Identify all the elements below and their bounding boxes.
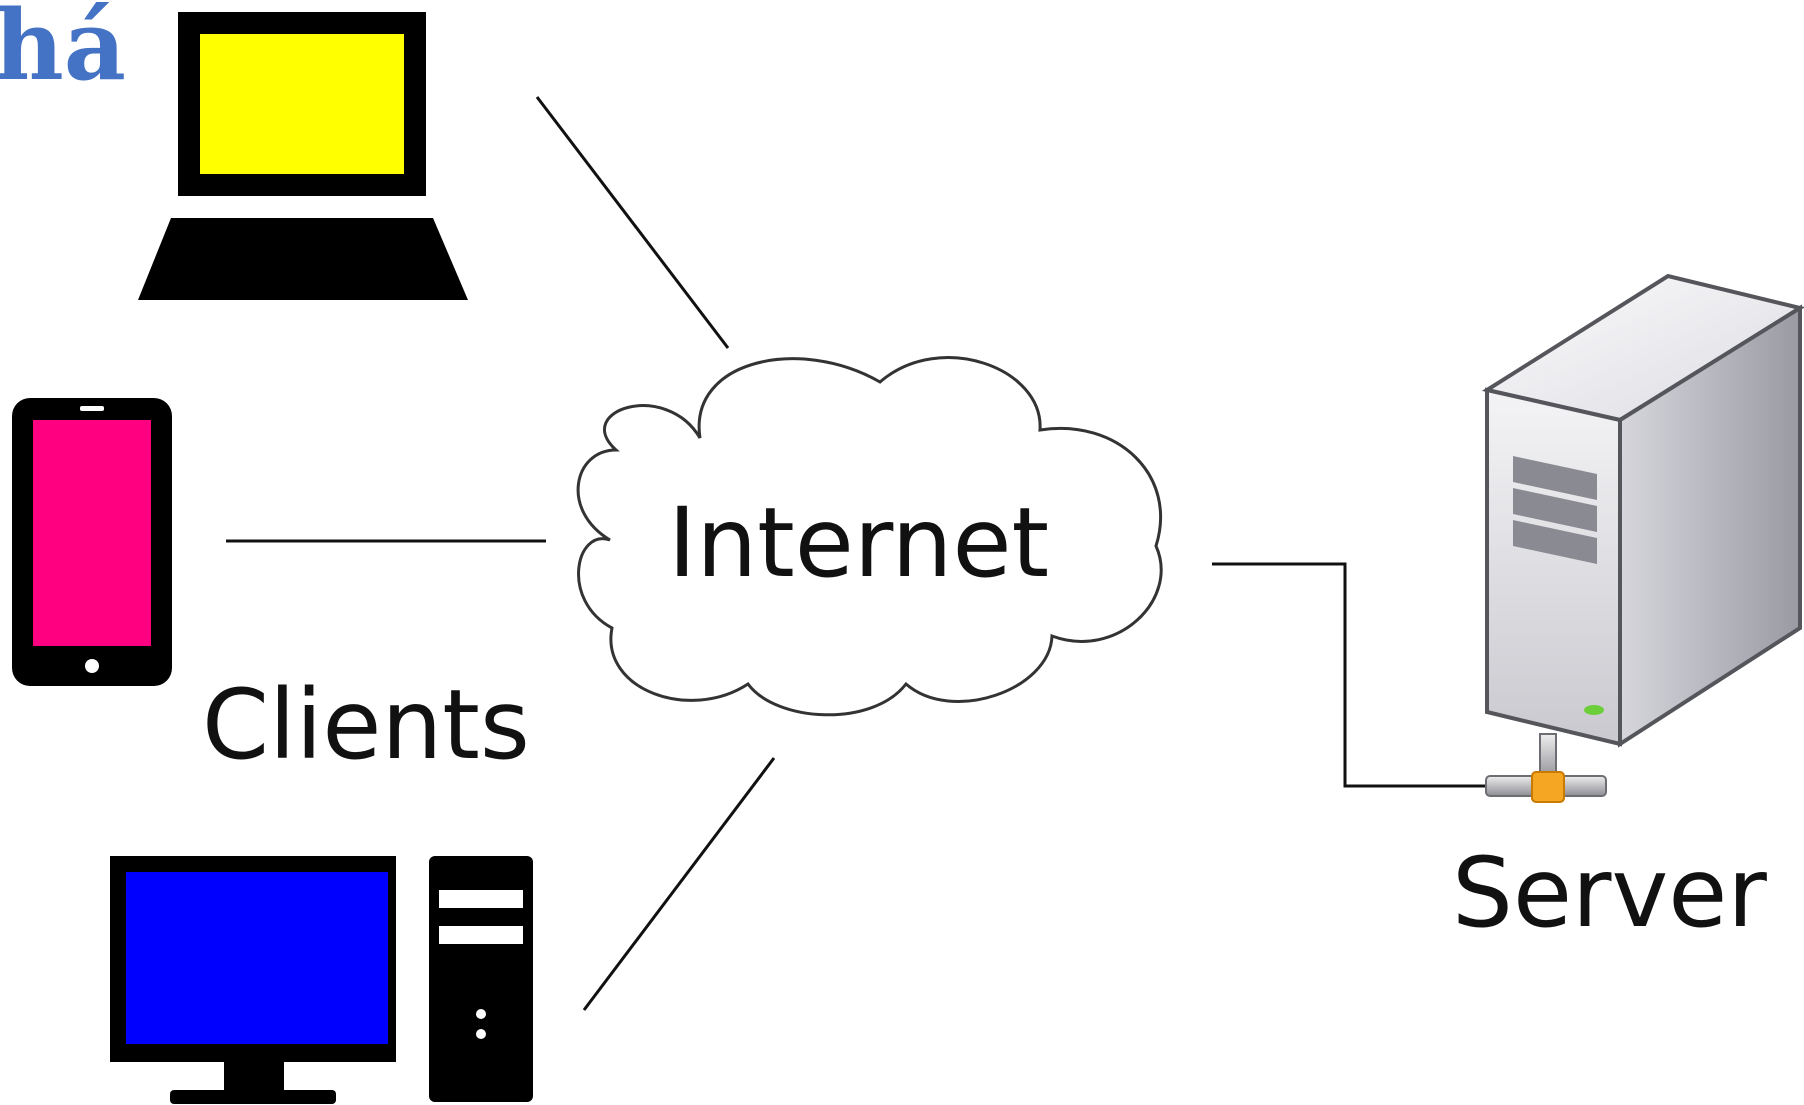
desktop-computer-icon: [110, 856, 533, 1104]
desktop-screen: [126, 872, 388, 1044]
title-fragment: há: [0, 0, 126, 102]
connector-desktop: [582, 757, 776, 1011]
server-led: [1584, 705, 1604, 715]
server-label: Server: [1452, 837, 1767, 949]
network-port-icon: [1531, 771, 1565, 803]
phone-screen: [33, 420, 151, 646]
server-tower-icon: [1481, 273, 1804, 803]
laptop-icon: [138, 12, 468, 300]
smartphone-icon: [12, 398, 172, 686]
connector-laptop: [535, 96, 730, 349]
laptop-screen: [200, 34, 404, 174]
internet-cloud-icon: [576, 356, 1163, 717]
internet-label: Internet: [668, 487, 1050, 599]
clients-label: Clients: [202, 669, 530, 781]
connector-server: [1212, 562, 1488, 788]
